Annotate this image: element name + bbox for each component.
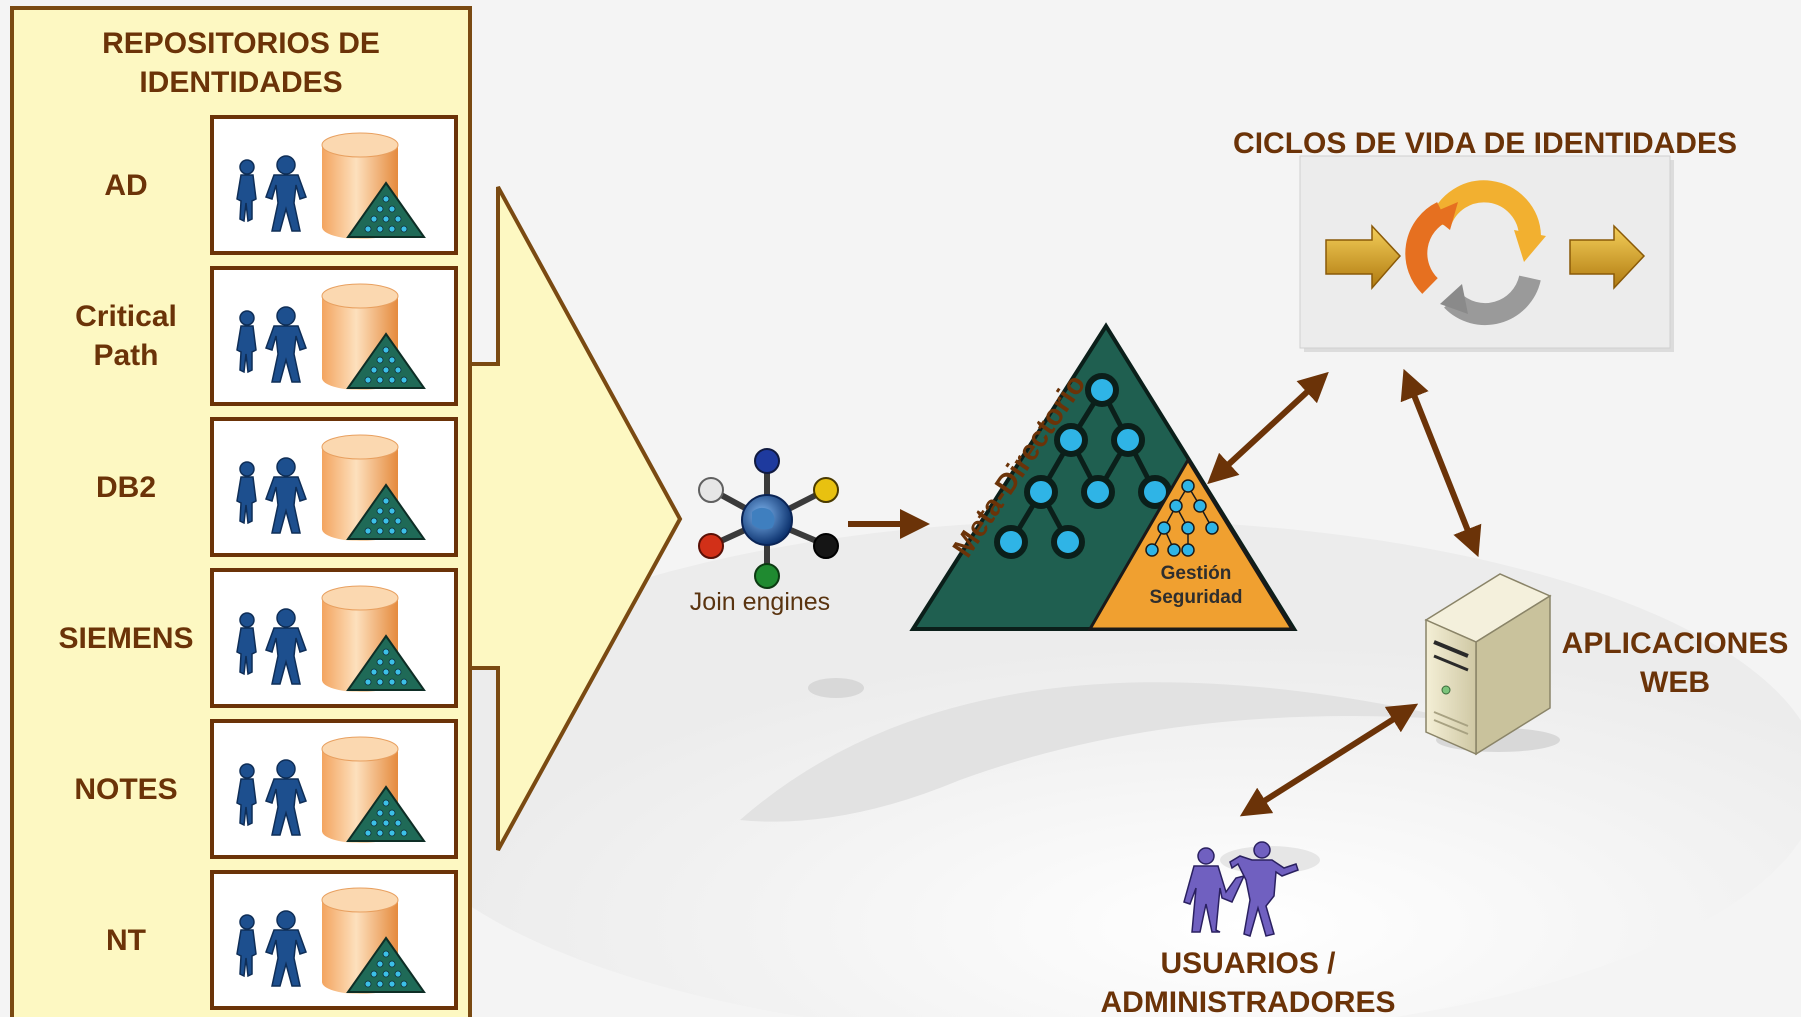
lifecycle-webapps-arrow	[1400, 368, 1482, 558]
repository-label: NT	[106, 923, 146, 957]
repository-label: Critical Path	[75, 300, 177, 372]
repository-ad: AD	[14, 115, 476, 255]
server-icon	[1424, 573, 1560, 756]
repository-card	[210, 115, 458, 255]
repositories-panel: REPOSITORIOS DE IDENTIDADES AD Critical …	[10, 6, 472, 1017]
lifecycle-title: CICLOS DE VIDA DE IDENTIDADES	[1233, 127, 1737, 160]
repository-critical-path: Critical Path	[14, 266, 476, 406]
webapps-users-arrow	[1239, 703, 1419, 817]
lifecycle-box	[1299, 155, 1674, 352]
cycle-arrows-icon	[1405, 180, 1546, 326]
repository-label: AD	[104, 168, 148, 202]
repository-card	[210, 568, 458, 708]
web-apps-label: APLICACIONES WEB	[1561, 627, 1789, 699]
repository-label: SIEMENS	[58, 621, 194, 655]
repository-label: DB2	[95, 470, 156, 504]
repository-label: NOTES	[74, 772, 178, 806]
repository-notes: NOTES	[14, 719, 476, 859]
metadirectory-lifecycle-arrow	[1207, 371, 1329, 485]
repository-card	[210, 417, 458, 557]
repository-siemens: SIEMENS	[14, 568, 476, 708]
security-management-label: Gestión Seguridad	[1149, 563, 1243, 608]
repository-card	[210, 870, 458, 1010]
network-hub-icon	[698, 448, 839, 589]
repositories-title: REPOSITORIOS DE IDENTIDADES	[102, 27, 380, 99]
users-icon	[1183, 841, 1299, 937]
users-label: USUARIOS / ADMINISTRADORES	[1100, 947, 1396, 1019]
aggregation-arrow	[472, 186, 683, 851]
repository-card	[210, 266, 458, 406]
repository-nt: NT	[14, 870, 476, 1010]
repository-card	[210, 719, 458, 859]
join-engines-label: Join engines	[689, 588, 831, 616]
repository-db2: DB2	[14, 417, 476, 557]
meta-directory-pyramid-icon	[909, 322, 1298, 631]
